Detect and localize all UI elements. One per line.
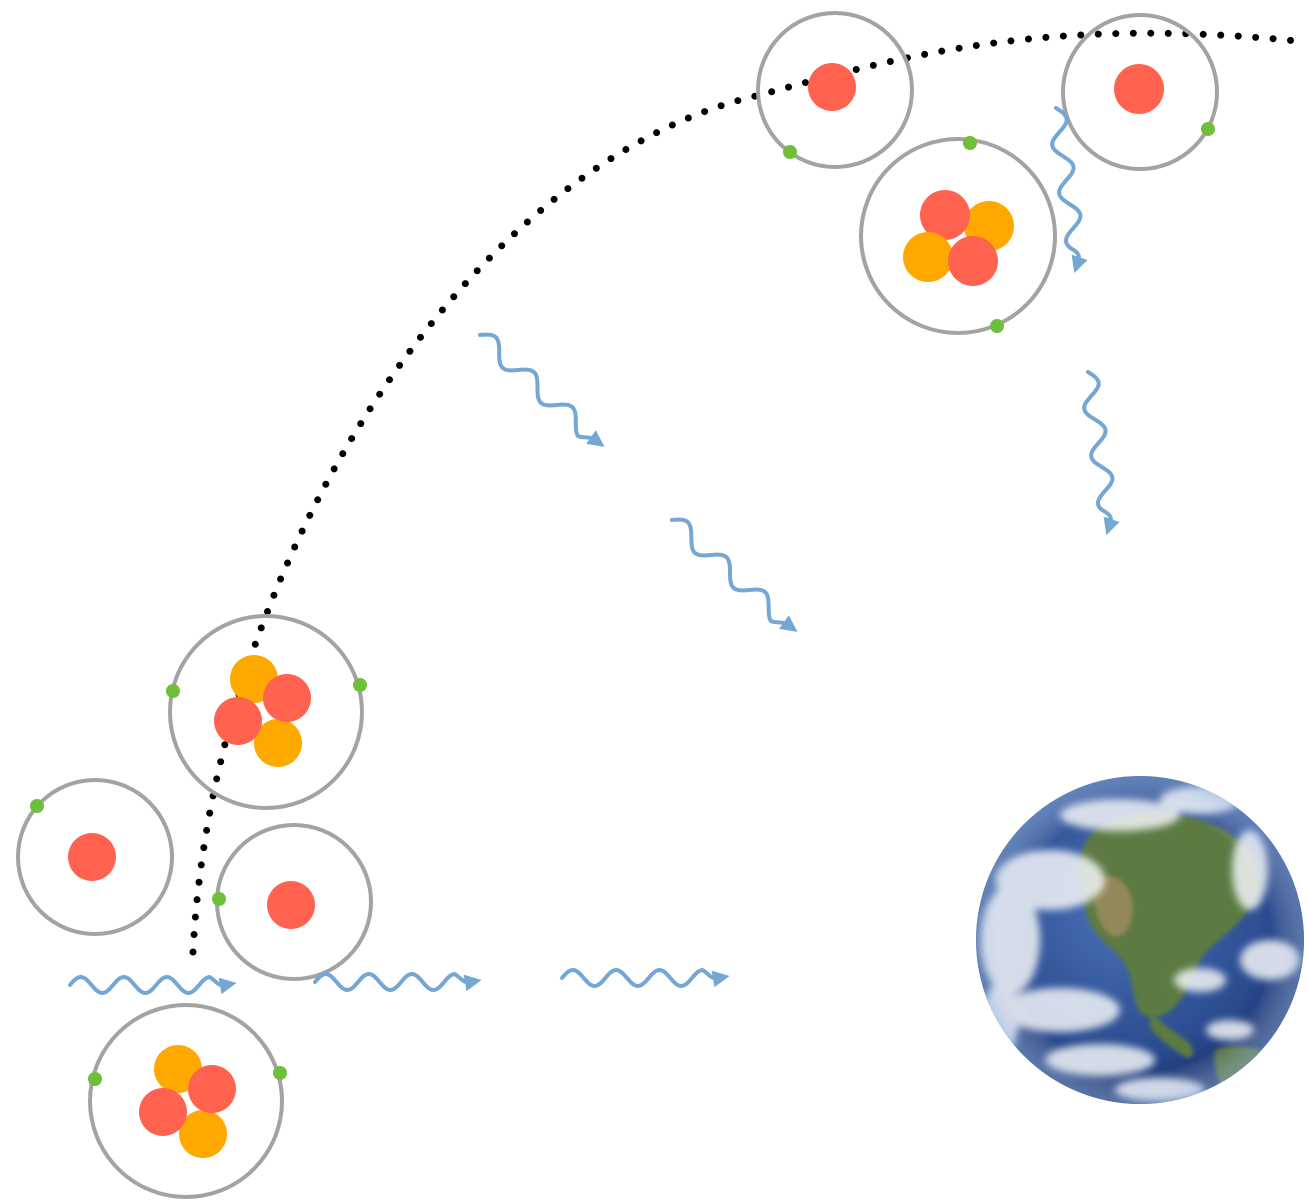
photon-wave-arrow-icon (560, 968, 730, 988)
hydrogen-atom (1061, 13, 1219, 171)
dotted-trajectory-line (189, 29, 1307, 956)
electron (166, 684, 180, 698)
hydrogen-atom (212, 823, 373, 981)
proton (188, 1065, 236, 1113)
helium-atom (166, 614, 367, 810)
electron-orbit (168, 614, 364, 810)
electron (963, 136, 977, 150)
proton (808, 63, 856, 111)
electron-orbit (1061, 13, 1219, 171)
electron-orbit (756, 11, 914, 169)
photon-wave-arrow-icon (68, 975, 237, 995)
proton (139, 1088, 187, 1136)
proton (948, 236, 998, 286)
electron (88, 1072, 102, 1086)
helium-atom (859, 136, 1057, 335)
proton (1114, 64, 1164, 114)
photon-wave-arrow-icon (478, 332, 605, 447)
neutron (903, 232, 953, 282)
electron-orbit (859, 137, 1057, 335)
neutron (254, 719, 302, 767)
photon-group (68, 106, 1120, 995)
photon-wave-arrow-icon (670, 517, 798, 632)
electron (212, 892, 226, 906)
electron (1201, 122, 1215, 136)
electron (353, 678, 367, 692)
electron (30, 799, 44, 813)
electron-orbit (88, 1003, 284, 1199)
hydrogen-atom (16, 778, 174, 936)
electron (273, 1066, 287, 1080)
proton (267, 881, 315, 929)
electron-orbit (16, 778, 174, 936)
helium-atom (88, 1003, 287, 1199)
neutron (179, 1110, 227, 1158)
proton (214, 697, 262, 745)
photon-wave-arrow-icon (1050, 106, 1088, 274)
hydrogen-atom (756, 11, 914, 169)
earth-globe-icon (976, 776, 1304, 1104)
proton (263, 674, 311, 722)
proton (68, 833, 116, 881)
photon-wave-arrow-icon (1082, 370, 1120, 536)
electron (990, 319, 1004, 333)
electron (783, 145, 797, 159)
photon-wave-arrow-icon (313, 972, 482, 992)
proton (920, 190, 970, 240)
